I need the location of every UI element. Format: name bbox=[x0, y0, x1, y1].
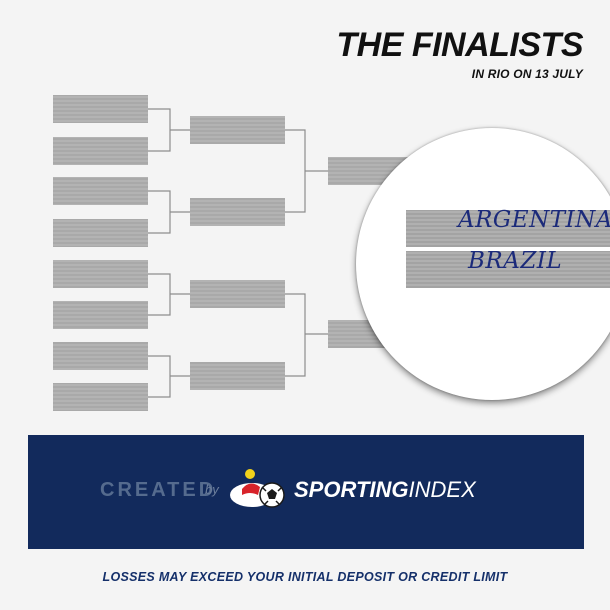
finalist-name-2: BRAZIL bbox=[468, 248, 563, 274]
created-label: CREATED bbox=[100, 479, 217, 501]
finalist-slot-1: ARGENTINA bbox=[406, 207, 610, 247]
round2-slot bbox=[190, 116, 285, 144]
round1-connector bbox=[148, 108, 190, 152]
football-logo-icon bbox=[230, 469, 285, 508]
round1-slot bbox=[53, 177, 148, 205]
brand-wordmark: SPORTINGINDEX bbox=[294, 477, 476, 503]
page-title: THE FINALISTS bbox=[336, 26, 583, 64]
round1-slot bbox=[53, 342, 148, 370]
finalists-magnifier: ARGENTINA BRAZIL bbox=[356, 128, 610, 400]
page-subtitle: IN RIO ON 13 JULY bbox=[471, 67, 583, 81]
round1-slot bbox=[53, 137, 148, 165]
round1-connector bbox=[148, 190, 190, 234]
round1-slot bbox=[53, 383, 148, 411]
round2-slot bbox=[190, 280, 285, 308]
round1-slot bbox=[53, 95, 148, 123]
bracket-slots bbox=[53, 95, 423, 411]
round1-connector bbox=[148, 273, 190, 316]
round2-connector bbox=[285, 293, 328, 377]
round1-slot bbox=[53, 301, 148, 329]
round1-connector bbox=[148, 355, 190, 398]
finalist-slot-2: BRAZIL bbox=[406, 248, 610, 288]
round1-slot bbox=[53, 260, 148, 288]
risk-disclaimer: LOSSES MAY EXCEED YOUR INITIAL DEPOSIT O… bbox=[102, 570, 508, 584]
by-label: by bbox=[205, 482, 219, 497]
brand-index: INDEX bbox=[408, 477, 476, 502]
bracket-lines bbox=[148, 108, 328, 398]
round1-slot bbox=[53, 219, 148, 247]
finalist-name-1: ARGENTINA bbox=[458, 207, 610, 233]
brand-sporting: SPORTING bbox=[294, 477, 409, 502]
round2-slot bbox=[190, 198, 285, 226]
round2-slot bbox=[190, 362, 285, 390]
sponsor-banner: CREATED by SPORTINGINDEX bbox=[28, 435, 584, 549]
round2-connector bbox=[285, 129, 328, 213]
